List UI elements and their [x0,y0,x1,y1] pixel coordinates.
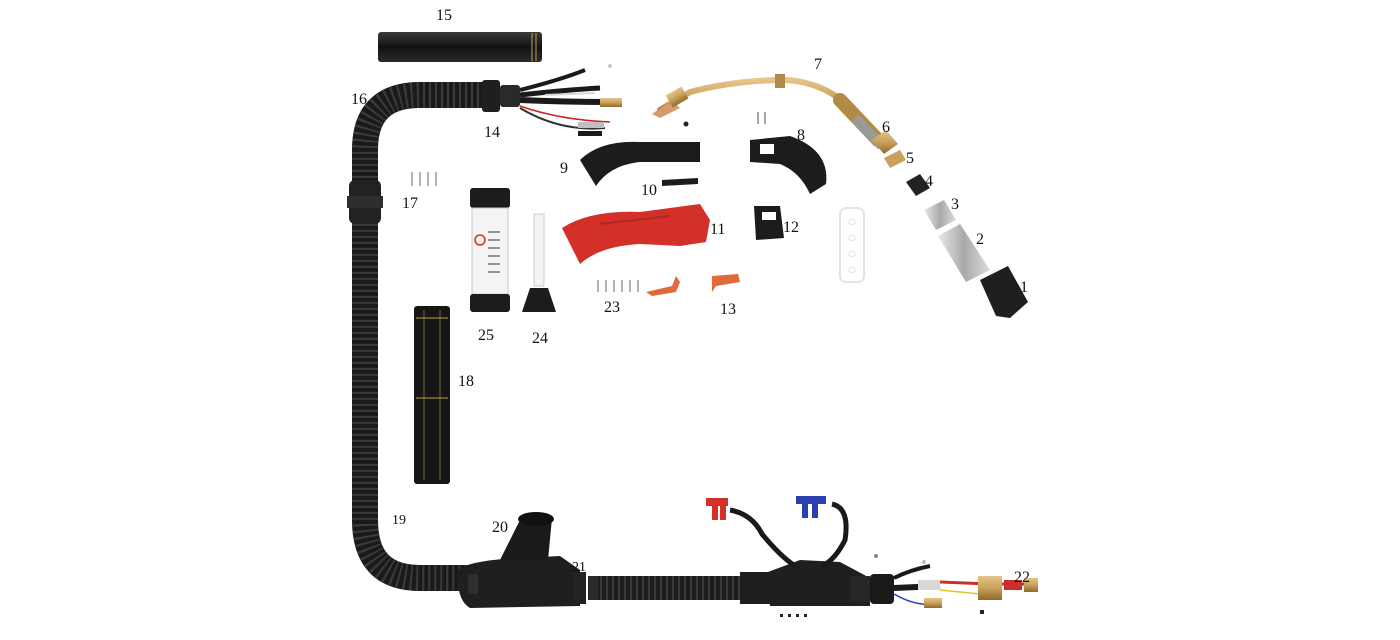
label-24: 24 [532,330,548,347]
part-8-handle-rear [750,112,827,194]
part-20-y-housing [457,512,580,608]
part-16-hose [347,82,485,591]
part-10-trigger-strip [662,178,698,186]
label-22: 22 [1014,569,1030,586]
label-6: 6 [882,119,890,136]
part-2-nozzle [938,224,990,282]
part-14-connector [482,64,622,136]
part-24-gauge [522,213,556,312]
part-23-screws-trigger [597,276,680,296]
label-14: 14 [484,124,500,141]
part-12-clip [754,206,784,240]
label-13: 13 [720,301,736,318]
label-5: 5 [906,150,914,167]
bracket-outline [839,207,865,283]
label-10: 10 [641,182,657,199]
label-21: 21 [572,560,586,575]
part-21-coupler [574,572,598,604]
control-cables [706,496,849,569]
label-25: 25 [478,327,494,344]
part-11-handle-shell [562,204,710,264]
label-16: 16 [351,91,367,108]
part-17-screws [411,172,437,186]
part-15-sleeve [378,32,542,62]
part-4-insulator [906,174,930,196]
part-3-ring [924,200,956,230]
part-18-liner-sleeve [414,306,450,484]
label-9: 9 [560,160,568,177]
part-13-trigger [712,274,740,292]
rear-hose [598,560,894,617]
part-1-nozzle-cover [980,266,1028,318]
part-25-display-tube [470,188,510,312]
label-8: 8 [797,127,805,144]
part-9-handle-front [580,121,700,186]
label-23: 23 [604,299,620,316]
label-18: 18 [458,373,474,390]
label-17: 17 [402,195,418,212]
label-19: 19 [392,513,406,528]
label-20: 20 [492,519,508,536]
label-11: 11 [710,221,725,238]
label-2: 2 [976,231,984,248]
label-15: 15 [436,7,452,24]
label-1: 1 [1020,279,1028,296]
part-5-tip [884,150,906,168]
part-22-end-connector [874,554,1038,614]
label-7: 7 [814,56,822,73]
label-3: 3 [951,196,959,213]
part-7-neck [652,74,886,150]
label-4: 4 [925,173,933,190]
part-6-diffuser [872,130,898,154]
label-12: 12 [783,219,799,236]
